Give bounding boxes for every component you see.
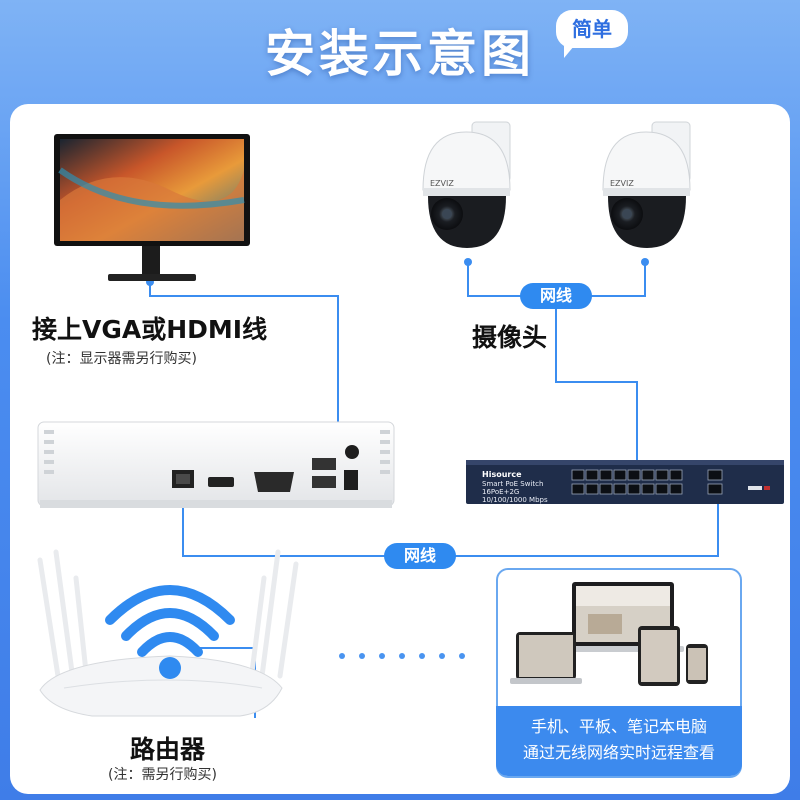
router-note: (注：需另行购买) — [108, 767, 217, 783]
page-title: 安装示意图 — [265, 25, 535, 83]
router-label: 路由器 — [130, 735, 206, 764]
camera-icon: EZVIZ — [422, 121, 511, 248]
devices-caption-line2: 通过无线网络实时远程查看 — [522, 743, 715, 762]
camera-brand: EZVIZ — [430, 179, 454, 188]
switch-brand: Hisource — [482, 470, 522, 479]
nvr-cable-badge: 网线 — [384, 543, 456, 569]
devices-caption: 手机、平板、笔记本电脑 通过无线网络实时远程查看 — [496, 706, 742, 776]
camera-icon: EZVIZ — [602, 121, 691, 248]
camera-label: 摄像头 — [472, 323, 548, 352]
devices-caption-line1: 手机、平板、笔记本电脑 — [530, 717, 707, 736]
monitor-icon — [54, 134, 250, 281]
switch-icon — [466, 460, 784, 504]
monitor-note: (注：显示器需另行购买) — [46, 351, 197, 367]
simple-badge: 简单 — [556, 10, 628, 58]
monitor-label: 接上VGA或HDMI线 — [32, 315, 268, 344]
switch-line3: 10/100/1000 Mbps — [482, 496, 548, 504]
devices-icon — [510, 582, 708, 686]
nvr-icon — [37, 421, 395, 508]
switch-line1: Smart PoE Switch — [482, 480, 544, 488]
switch-line2: 16PoE+2G — [482, 488, 520, 496]
wireless-dots — [339, 653, 465, 659]
camera-cable-badge: 网线 — [520, 283, 592, 309]
router-icon — [37, 549, 299, 717]
camera-brand: EZVIZ — [610, 179, 634, 188]
